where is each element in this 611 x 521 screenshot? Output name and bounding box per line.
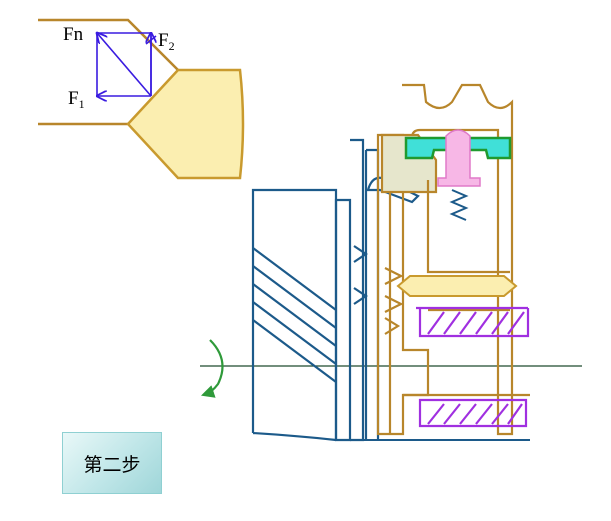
right-hub — [426, 180, 510, 274]
hatched-gear-upper — [416, 306, 530, 338]
gear-tooth-2 — [252, 265, 337, 329]
shift-fork — [402, 83, 514, 436]
right-hub-lower — [403, 308, 530, 397]
gear-tooth-4 — [252, 301, 337, 365]
rotation-arrow — [200, 339, 224, 398]
gear-tooth-3 — [252, 283, 337, 347]
hub-sleeve — [364, 148, 380, 440]
force-detail: Fn F1 F2 — [38, 18, 245, 180]
spring — [449, 189, 469, 221]
force-vectors — [97, 33, 156, 96]
detent-assembly — [404, 129, 512, 221]
label-f2: F2 — [158, 30, 175, 53]
hub-plate-left — [334, 198, 352, 442]
label-fn: Fn — [63, 24, 84, 45]
sync-cone-2 — [384, 295, 404, 313]
pink-pin — [437, 129, 481, 187]
label-f1: F1 — [68, 88, 85, 111]
sync-cone-3 — [384, 317, 401, 335]
sync-cone-1 — [384, 267, 404, 285]
vector-fn — [97, 33, 152, 97]
vector-f2-tip — [145, 35, 157, 45]
wedge-tooth — [126, 68, 245, 180]
hub-cone-2 — [353, 287, 368, 305]
hub-cone-1 — [353, 245, 368, 263]
hatched-gear-lower — [418, 398, 528, 428]
shaft-pin — [396, 275, 518, 297]
gear-tooth-5 — [252, 319, 337, 383]
gear-tooth-1 — [252, 247, 337, 311]
wedge-rail-upper — [38, 18, 179, 71]
step-two-button[interactable]: 第二步 — [62, 432, 162, 494]
